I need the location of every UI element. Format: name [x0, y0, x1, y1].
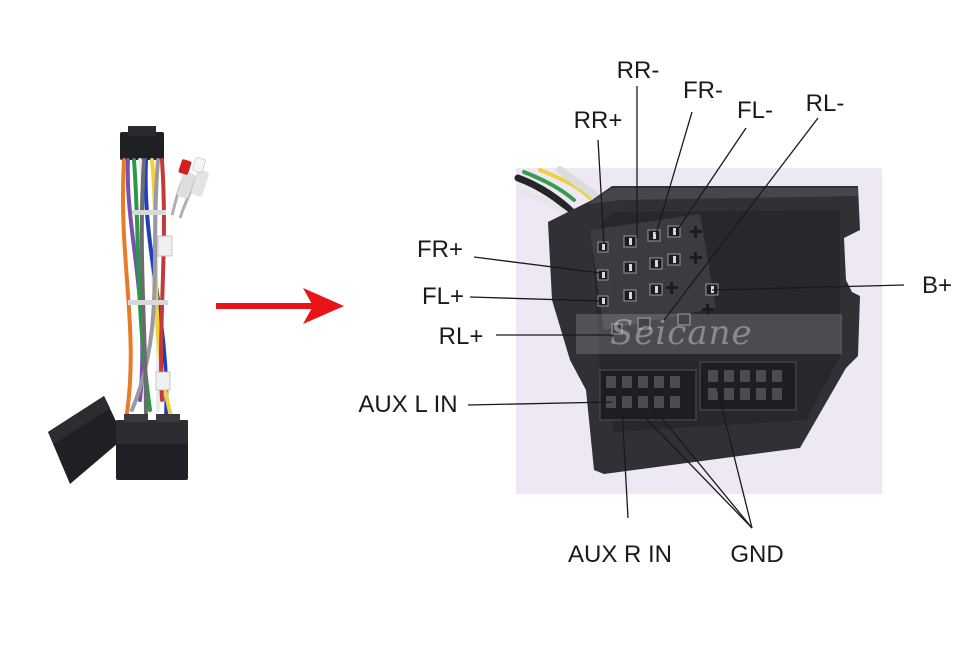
leader-fl-plus [469, 296, 601, 302]
label-fl-plus: FL+ [422, 283, 464, 310]
watermark-text: Seicane [610, 313, 753, 353]
label-aux-r-in: AUX R IN [568, 541, 672, 568]
pin-labels: RR- FR- FL- RL- RR+ FR+ FL+ RL+ B+ AUX L… [358, 57, 952, 568]
label-rl-minus: RL- [806, 90, 845, 117]
leader-gnd-3 [715, 383, 753, 529]
label-rr-minus: RR- [617, 57, 660, 84]
leader-fl-minus [675, 127, 747, 233]
label-fl-minus: FL- [737, 97, 773, 124]
leader-gnd-1 [635, 407, 753, 529]
label-gnd: GND [730, 541, 783, 568]
label-rr-plus: RR+ [574, 107, 623, 134]
right-arrow-icon [216, 288, 344, 324]
leader-b-plus [711, 284, 905, 291]
leader-fr-minus [655, 111, 693, 235]
label-rl-plus: RL+ [439, 323, 484, 350]
connector-photo: Seicane [514, 166, 882, 494]
leader-lines [467, 86, 905, 529]
leader-aux-l-in [467, 401, 613, 406]
leader-rl-minus [663, 117, 819, 321]
label-fr-plus: FR+ [417, 236, 463, 263]
label-b-plus: B+ [922, 272, 952, 299]
leader-aux-r-in [621, 407, 629, 519]
wiring-harness-illustration [48, 126, 209, 484]
leader-fr-plus [473, 256, 601, 274]
leader-gnd-2 [651, 405, 753, 529]
label-aux-l-in: AUX L IN [358, 391, 457, 418]
leader-rr-plus [597, 139, 605, 245]
label-fr-minus: FR- [683, 77, 723, 104]
